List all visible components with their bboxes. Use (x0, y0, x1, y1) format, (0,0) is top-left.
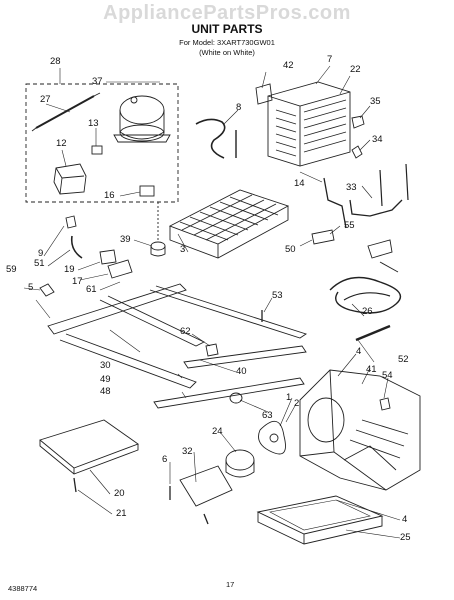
callout-4: 4 (356, 346, 362, 357)
callout-13: 13 (88, 118, 99, 129)
callout-3: 3 (180, 244, 186, 255)
hose-part (70, 235, 83, 259)
callout-37: 37 (92, 76, 103, 87)
callout-25: 25 (400, 532, 411, 543)
callout-26: 26 (362, 306, 373, 317)
callout-34: 34 (372, 134, 383, 145)
callout-16: 16 (104, 190, 115, 201)
page-number: 17 (226, 580, 235, 589)
screw-part (39, 283, 55, 297)
grommet (150, 241, 166, 251)
watermark: AppliancePartsPros.com (103, 2, 351, 24)
callout-35: 35 (370, 96, 381, 107)
rod-part (355, 324, 391, 342)
callout-50: 50 (285, 244, 296, 255)
callout-2: 2 (294, 398, 300, 409)
callout-62: 62 (180, 326, 191, 337)
color-line: (White on White) (199, 48, 255, 57)
rail-part (153, 377, 305, 409)
wire-harness (329, 261, 402, 314)
sensor-part (351, 145, 363, 159)
base-frame (47, 283, 308, 389)
callout-7: 7 (327, 54, 333, 65)
capillary-tube (379, 163, 409, 207)
callout-63: 63 (262, 410, 273, 421)
overload-wand (31, 92, 101, 132)
callout-5: 5 (28, 282, 34, 293)
connector-part (311, 229, 335, 245)
callout-41: 41 (366, 364, 377, 375)
callout-24: 24 (212, 426, 223, 437)
callout-39: 39 (120, 234, 131, 245)
callout-9: 9 (38, 248, 44, 259)
bracket-part (99, 249, 117, 265)
drain-pan (256, 495, 384, 545)
callout-22: 22 (350, 64, 361, 75)
screw-21 (73, 477, 77, 493)
callout-19: 19 (64, 264, 75, 275)
tube-part (195, 118, 226, 159)
callout-61: 61 (86, 284, 97, 295)
plug-part (367, 239, 393, 259)
drain-tube (323, 177, 347, 229)
terminal-block (139, 185, 155, 197)
callout-8: 8 (236, 102, 242, 113)
clip-54 (379, 397, 391, 411)
callout-6: 6 (162, 454, 168, 465)
callout-54: 54 (382, 370, 393, 381)
callout-59: 59 (6, 264, 17, 275)
callout-12: 12 (56, 138, 67, 149)
callout-14: 14 (294, 178, 305, 189)
fitting-63 (229, 392, 243, 404)
bracket-62 (205, 343, 219, 357)
callout-53: 53 (272, 290, 283, 301)
dryer-tube (349, 199, 403, 217)
callout-30: 30 (100, 360, 111, 371)
callout-51: 51 (34, 258, 45, 269)
evaporator-coil (168, 189, 290, 259)
compressor-group-box (25, 83, 179, 203)
callout-42: 42 (283, 60, 294, 71)
callout-4b: 4 (402, 514, 408, 525)
callout-49: 49 (100, 374, 111, 385)
callout-28: 28 (50, 56, 61, 67)
thermistor-part (351, 115, 365, 129)
leader-lines (23, 65, 401, 539)
page-title: UNIT PARTS (191, 22, 263, 36)
document-number: 4388774 (8, 584, 38, 593)
machine-compartment-bracket (299, 369, 421, 491)
screw-lower (203, 513, 209, 525)
callout-27: 27 (40, 94, 51, 105)
callout-32: 32 (182, 446, 193, 457)
callout-17: 17 (72, 276, 83, 287)
callout-55: 55 (344, 220, 355, 231)
start-relay (53, 163, 87, 195)
callout-20: 20 (114, 488, 125, 499)
callout-52: 52 (398, 354, 409, 365)
model-line: For Model: 3XART730GW01 (179, 38, 275, 47)
fan-blade (258, 421, 286, 455)
callout-21: 21 (116, 508, 127, 519)
callout-48: 48 (100, 386, 111, 397)
condenser-assembly (255, 81, 351, 167)
cover-panel (39, 419, 139, 475)
callout-33: 33 (346, 182, 357, 193)
clip-part (91, 145, 103, 155)
mount-part (107, 259, 133, 279)
callout-40: 40 (236, 366, 247, 377)
callout-1: 1 (286, 392, 292, 403)
compressor (113, 95, 171, 143)
fan-motor (225, 449, 255, 478)
cap-part (65, 215, 77, 229)
motor-bracket (179, 465, 233, 507)
